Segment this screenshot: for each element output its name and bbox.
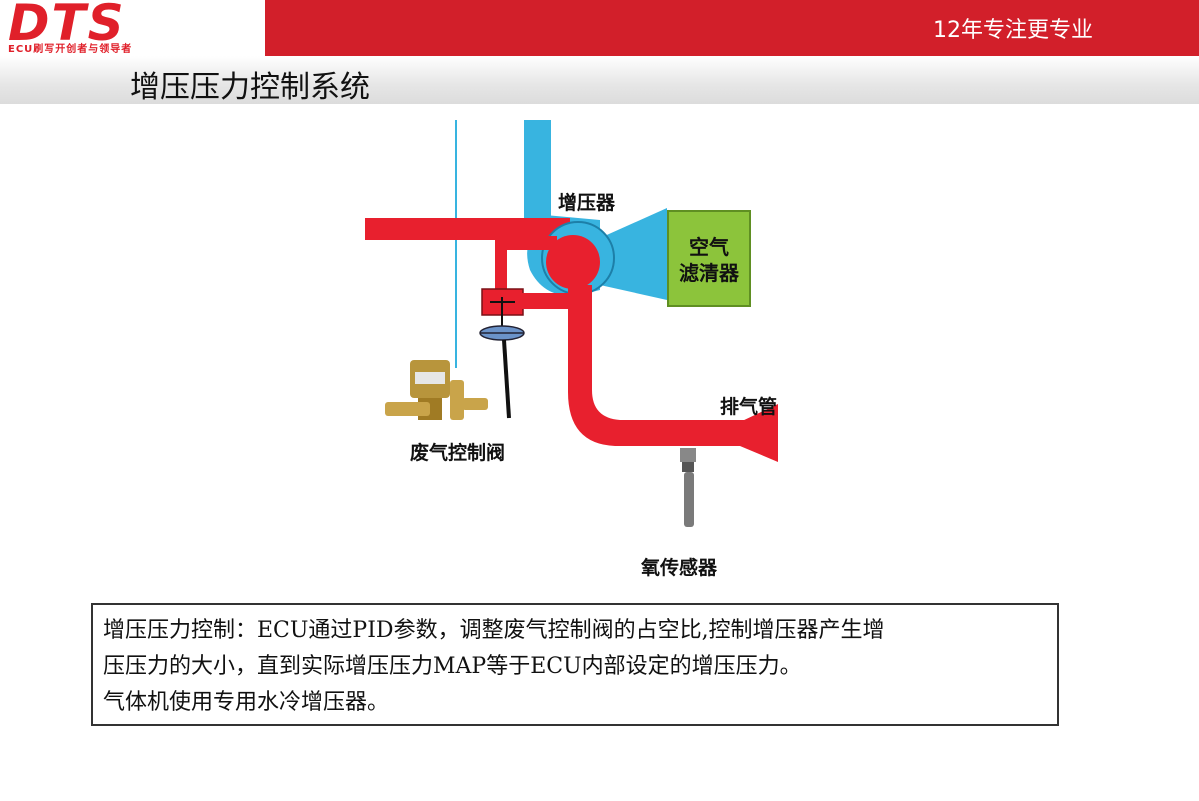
- air-filter-label: 空气 滤清器: [667, 234, 751, 286]
- air-filter-box: [667, 210, 751, 307]
- filter-inlet-cone: [600, 208, 667, 300]
- description-line-3: 气体机使用专用水冷增压器。: [103, 690, 390, 715]
- turbo-label: 增压器: [558, 192, 616, 214]
- description-box: [91, 603, 1059, 726]
- o2-sensor-label: 氧传感器: [641, 557, 718, 579]
- air-filter-label-line1: 空气: [689, 235, 729, 259]
- solenoid-fitting-left: [385, 402, 430, 416]
- intake-pipe: [524, 120, 551, 225]
- solenoid-fitting-right: [450, 380, 464, 420]
- header: DTS ECU刷写开创者与领导者 12年专注更专业: [0, 0, 1199, 56]
- exhaust-main-pipe: [568, 285, 760, 446]
- description-line-2: 压压力的大小，直到实际增压压力MAP等于ECU内部设定的增压压力。: [103, 654, 802, 679]
- description-line-1: 增压压力控制：ECU通过PID参数，调整废气控制阀的占空比,控制增压器产生增: [103, 618, 885, 643]
- logo-text: DTS: [8, 0, 126, 52]
- wastegate-label: 废气控制阀: [410, 442, 506, 464]
- exhaust-upper-pipe: [365, 218, 570, 240]
- title-band: [0, 56, 1199, 104]
- header-slogan: 12年专注更专业: [933, 18, 1093, 43]
- logo: DTS ECU刷写开创者与领导者: [0, 0, 265, 56]
- o2-sensor-body: [680, 448, 696, 462]
- header-bar: 12年专注更专业: [265, 0, 1199, 56]
- bypass-pipe: [520, 293, 575, 309]
- o2-sensor-probe: [684, 472, 694, 527]
- air-filter-label-line2: 滤清器: [679, 261, 739, 285]
- wastegate-branch-horizontal: [495, 236, 557, 250]
- actuator-rod: [502, 339, 511, 419]
- page-title: 增压压力控制系统: [130, 70, 370, 105]
- logo-subtitle: ECU刷写开创者与领导者: [8, 44, 133, 55]
- wastegate-branch-vertical: [495, 236, 507, 291]
- turbo-wheel: [546, 235, 600, 289]
- exhaust-outlet-flare: [740, 404, 778, 462]
- exhaust-label: 排气管: [720, 396, 778, 418]
